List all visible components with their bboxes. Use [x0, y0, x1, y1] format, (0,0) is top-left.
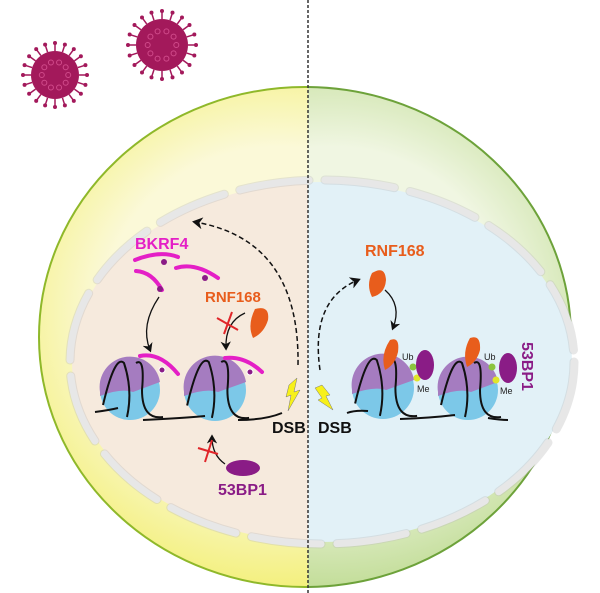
- lightning-icon: [285, 377, 301, 412]
- dashed-arrow: [317, 277, 361, 371]
- ub-label: Ub: [402, 352, 414, 362]
- nucleosome: [437, 356, 502, 420]
- bkrf4-dot: [158, 366, 166, 374]
- me-label: Me: [417, 384, 430, 394]
- bkrf4-dot: [246, 368, 254, 376]
- nucleosome: [351, 353, 418, 419]
- inhibit-x-icon: [216, 311, 239, 335]
- dna-strand: [94, 407, 283, 421]
- methyl-mark: [492, 376, 500, 384]
- rnf168-bound: [465, 337, 481, 367]
- arrow: [142, 296, 160, 353]
- bound-bkrf4: [138, 353, 264, 376]
- nucleosome: [99, 356, 164, 420]
- arrow: [384, 289, 401, 331]
- right-panel: RNF168 DSB Ub Me Ub Me 53BP1: [314, 243, 535, 437]
- virus-icon: [21, 41, 89, 109]
- 53bp1-protein: [499, 353, 517, 383]
- nucleosome: [183, 355, 250, 421]
- rnf168-protein: [369, 270, 386, 297]
- ubiquitin-mark: [488, 363, 496, 371]
- dna-strand: [346, 409, 509, 421]
- dashed-arrow: [192, 217, 299, 366]
- inhibit-x-icon: [197, 439, 219, 463]
- lightning-icon: [314, 384, 334, 411]
- left-panel: BKRF4 RNF168 DSB 53BP1: [94, 217, 306, 499]
- 53bp1-label: 53BP1: [218, 482, 267, 499]
- 53bp1-protein: [226, 460, 260, 476]
- ub-label: Ub: [484, 352, 496, 362]
- rnf168-label: RNF168: [365, 243, 425, 260]
- methyl-mark: [413, 374, 421, 382]
- dsb-label: DSB: [318, 420, 352, 437]
- me-label: Me: [500, 386, 513, 396]
- rnf168-label: RNF168: [205, 289, 261, 306]
- dsb-label: DSB: [272, 420, 306, 437]
- 53bp1-protein: [416, 350, 434, 380]
- bkrf4-dots: [157, 259, 208, 292]
- virus-icon: [126, 9, 198, 81]
- rnf168-protein: [250, 308, 269, 338]
- rnf168-bound: [383, 339, 399, 370]
- ubiquitin-mark: [409, 363, 417, 371]
- 53bp1-label: 53BP1: [518, 342, 535, 391]
- bkrf4-label: BKRF4: [135, 236, 188, 253]
